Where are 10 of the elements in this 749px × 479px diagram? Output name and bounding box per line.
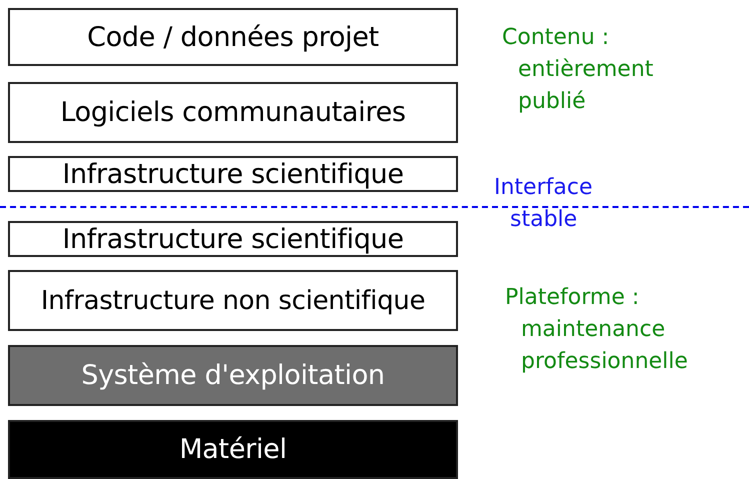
platform-note: Plateforme : maintenance professionnelle [505,284,689,376]
layer-box: Logiciels communautaires [8,82,458,143]
layer-box: Système d'exploitation [8,345,458,406]
layer-box: Infrastructure scientifique [8,221,458,257]
layer-box: Code / données projet [8,8,458,66]
layer-box: Infrastructure non scientifique [8,270,458,331]
interface-note: Interface stable [494,174,594,234]
layer-box: Infrastructure scientifique [8,156,458,192]
content-note: Contenu : entièrement publié [502,24,654,116]
layer-box: Matériel [8,420,458,479]
